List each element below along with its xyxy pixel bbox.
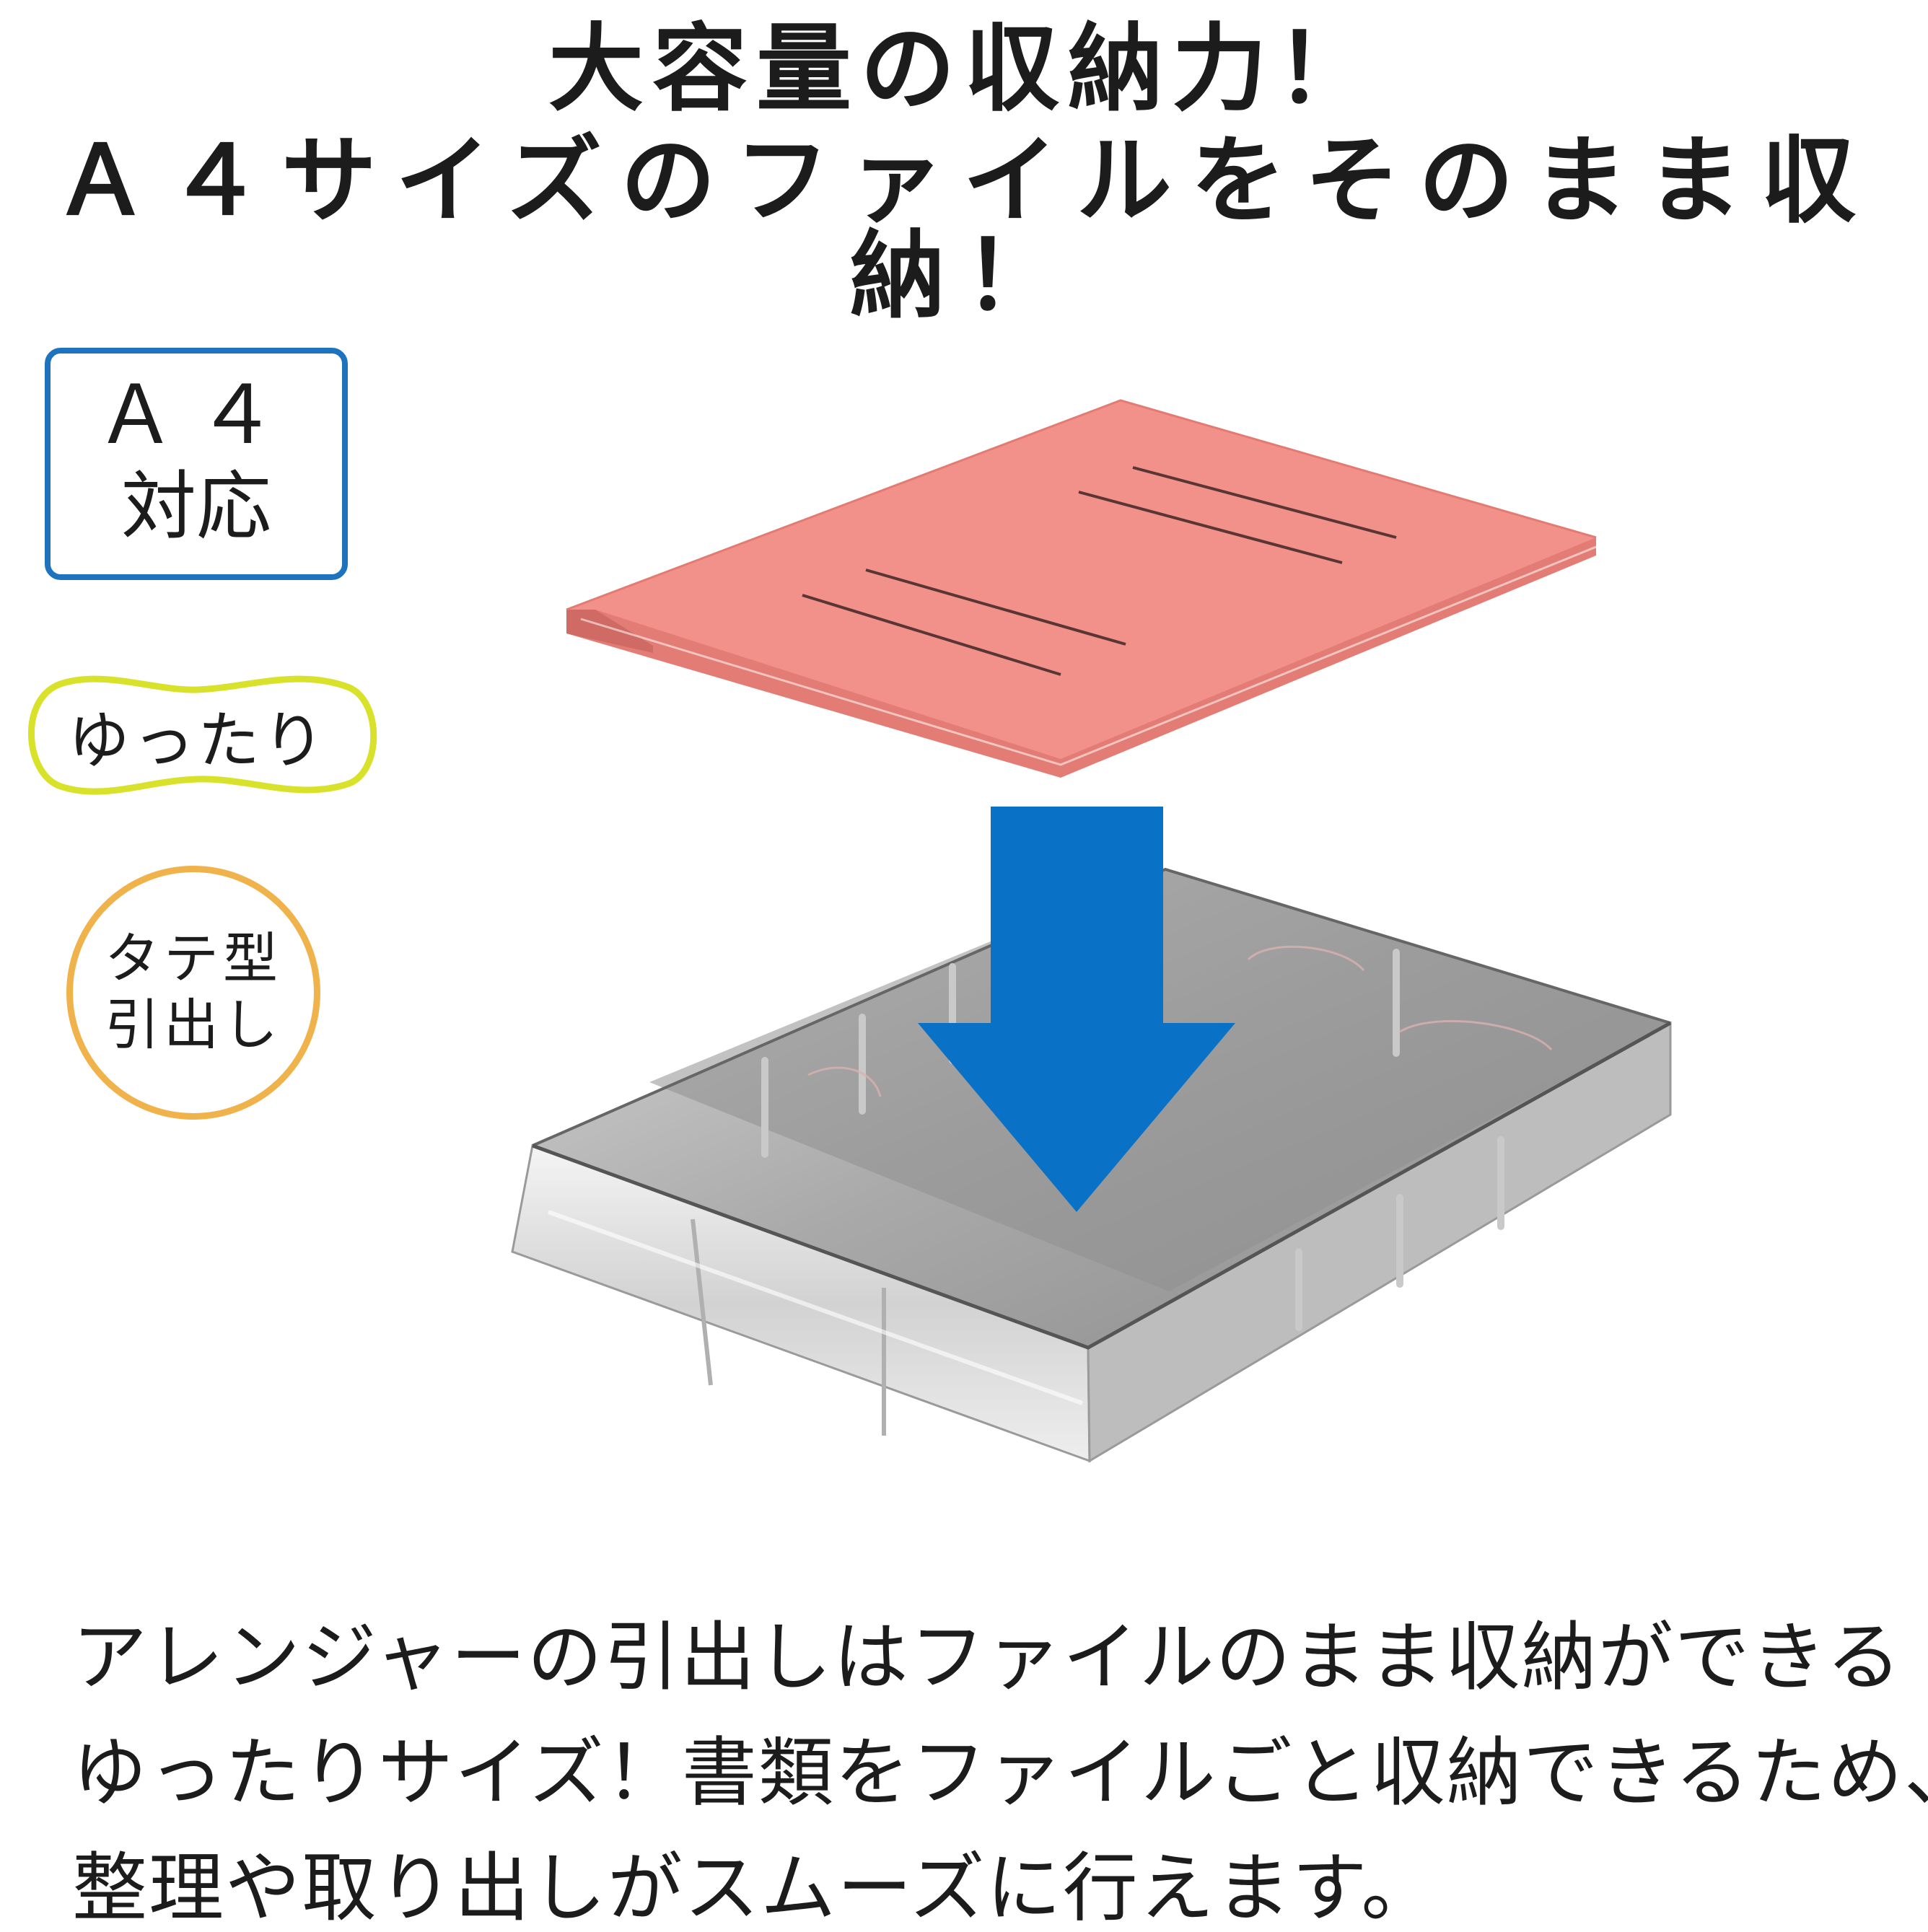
description-line-1: アレンジャーの引出しはファイルのまま収納ができる: [72, 1613, 1903, 1701]
yuttari-badge: ゆったり: [10, 662, 385, 807]
headline-line-1: 大容量の収納力！: [548, 14, 1380, 125]
file-folder: [566, 399, 1597, 778]
yuttari-badge-label: ゆったり: [68, 704, 328, 777]
tategata-badge: タテ型 引出し: [66, 866, 320, 1120]
a4-badge-line-2: 対応: [120, 462, 271, 550]
down-arrow-icon: [918, 807, 1235, 1212]
description-line-3: 整理や取り出しがスムーズに行えます。: [72, 1844, 1438, 1932]
a4-badge: Ａ４ 対応: [45, 348, 348, 580]
tategata-badge-line-2: 引出し: [105, 993, 282, 1057]
description-line-2: ゆったりサイズ！書類をファイルごと収納できるため、: [72, 1729, 1928, 1817]
tategata-badge-line-1: タテ型: [105, 926, 282, 991]
headline-line-2: Ａ４サイズのファイルをそのまま収納！: [53, 126, 1875, 332]
yuttari-badge-outline: [27, 675, 377, 795]
a4-badge-line-1: Ａ４: [95, 369, 297, 462]
